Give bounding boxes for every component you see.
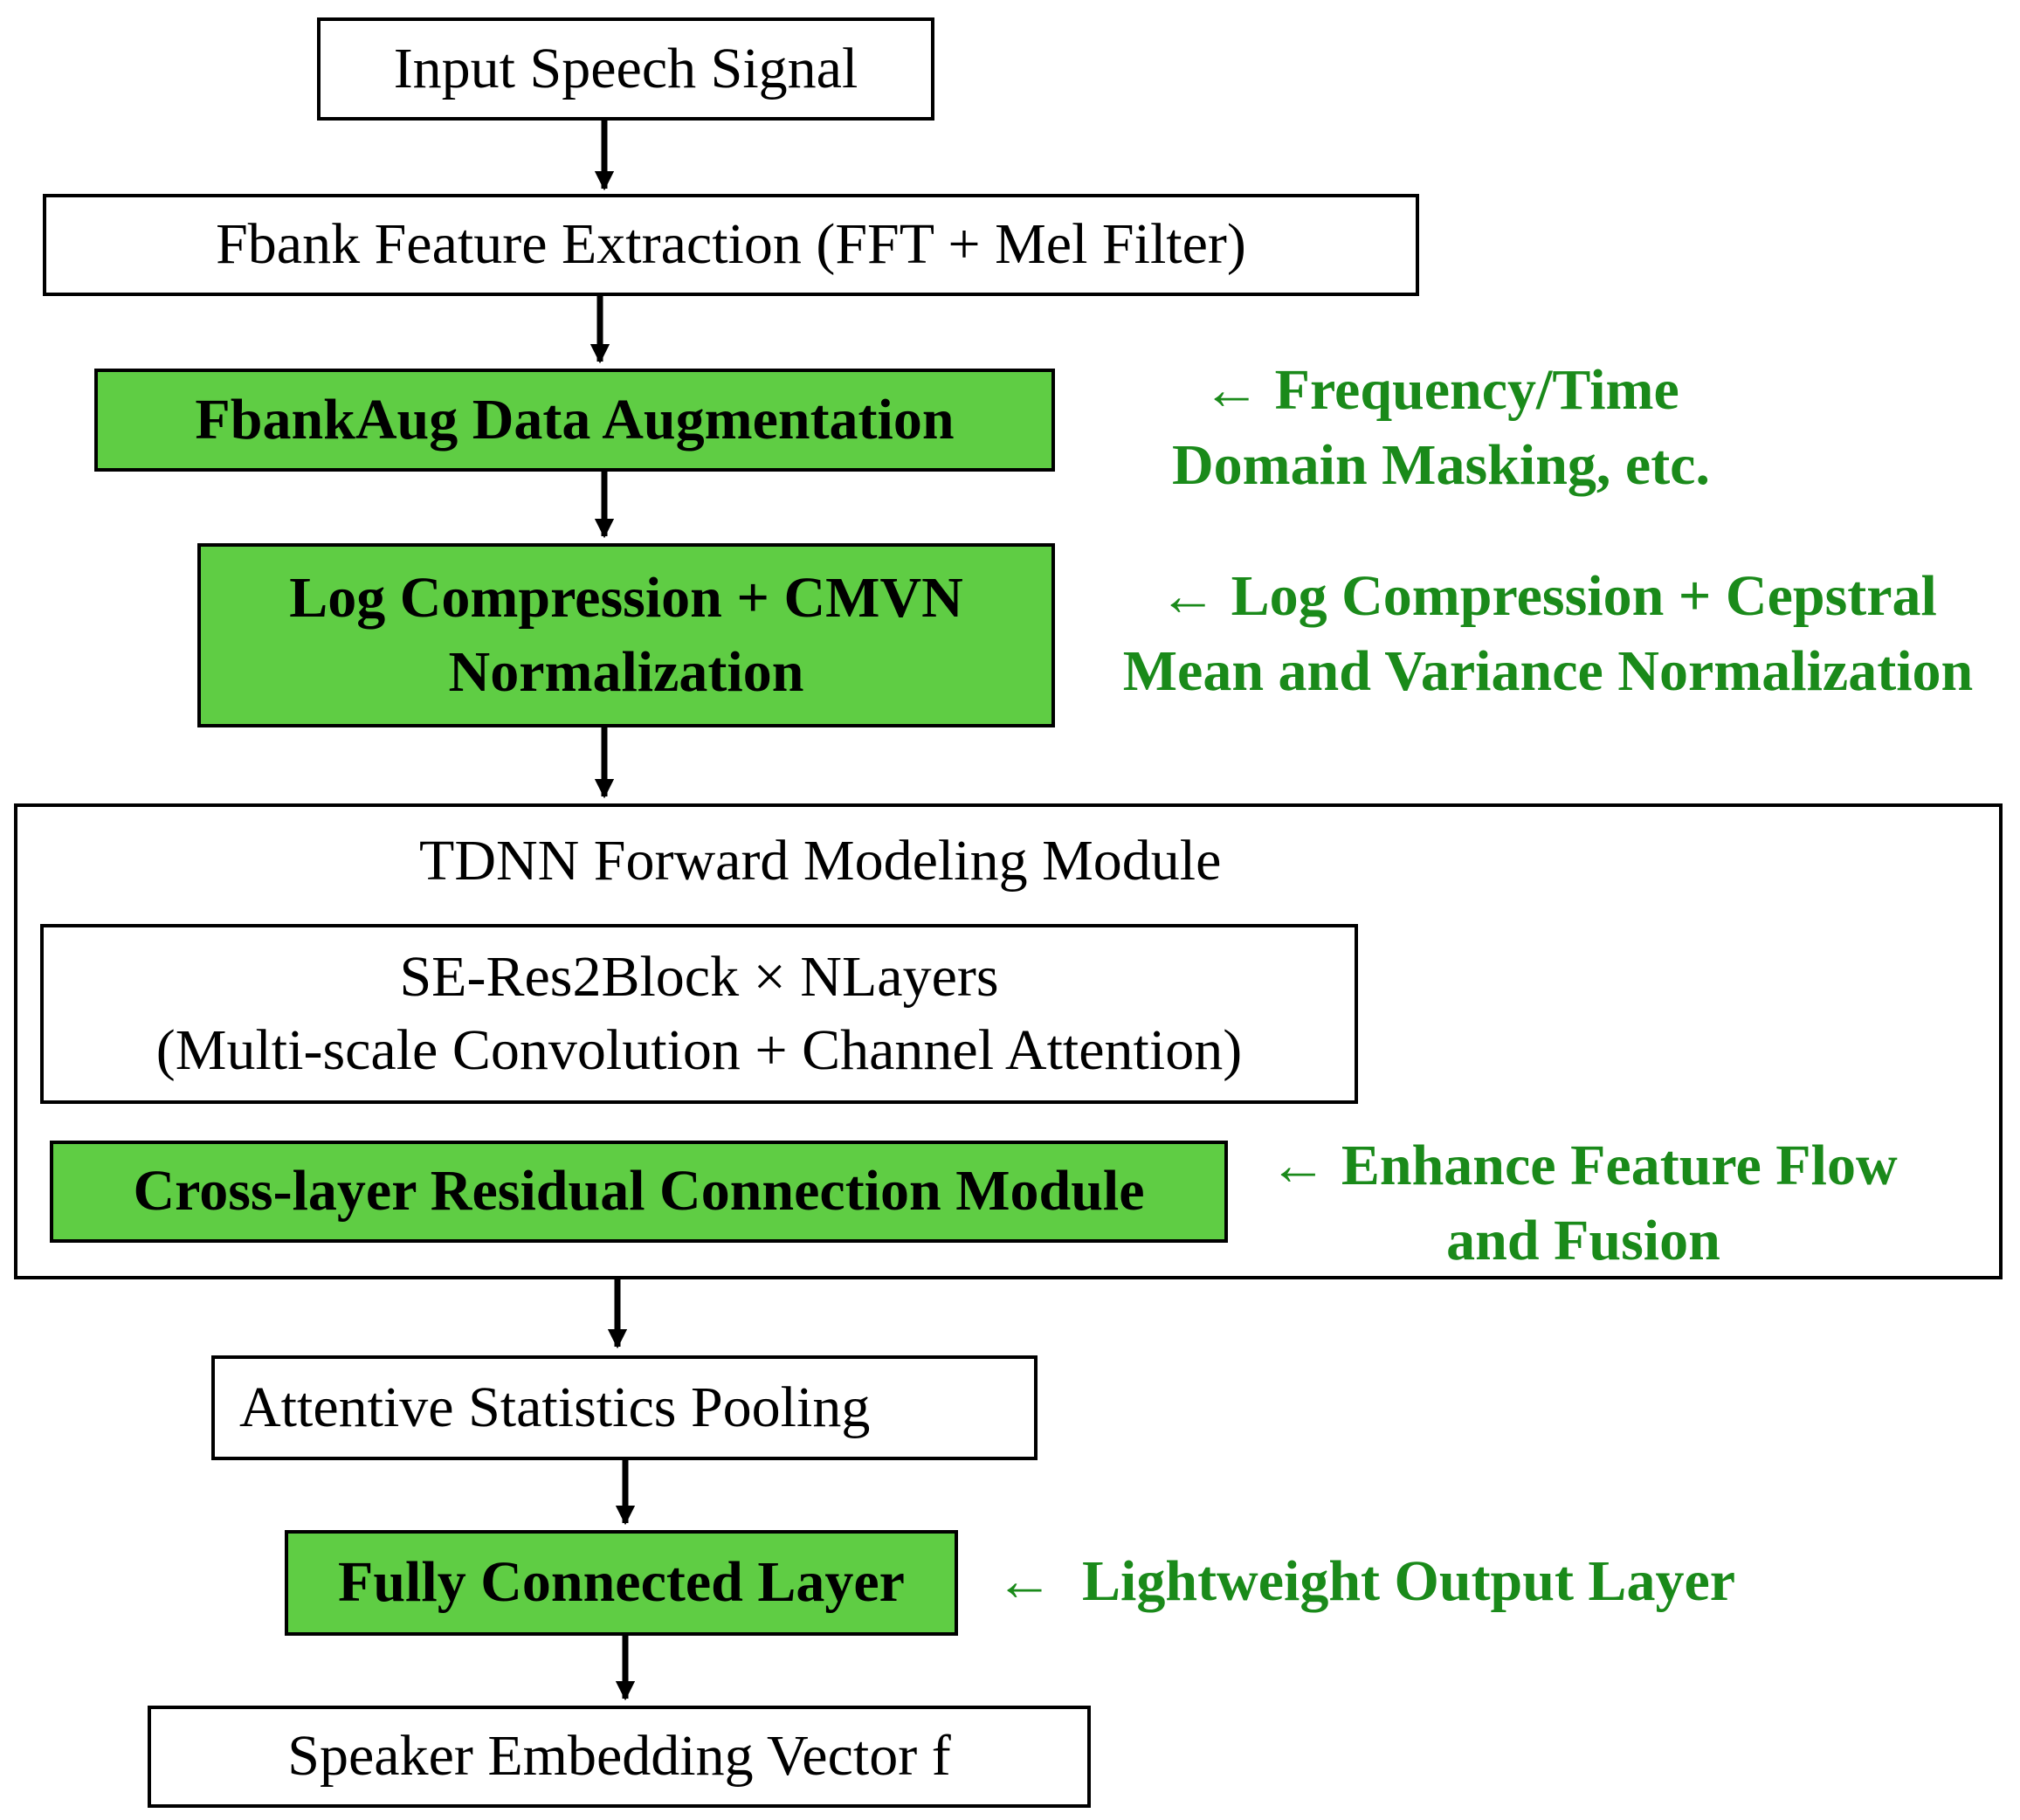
attentive-pooling-box: Attentive Statistics Pooling bbox=[211, 1355, 1038, 1460]
speaker-embedding-label: Speaker Embedding Vector f bbox=[287, 1724, 951, 1789]
fully-connected-box: Fully Connected Layer bbox=[285, 1530, 958, 1636]
input-speech-signal-label: Input Speech Signal bbox=[393, 36, 858, 100]
residual-annotation-line2: and Fusion bbox=[1446, 1208, 1720, 1272]
fully-connected-annotation: ← Lightweight Output Layer bbox=[996, 1544, 1735, 1619]
tdnn-module-title: TDNN Forward Modeling Module bbox=[419, 829, 1222, 893]
fbank-feature-extraction-box: Fbank Feature Extraction (FFT + Mel Filt… bbox=[43, 194, 1419, 296]
se-res2block-label-line1: SE-Res2Block × NLayers bbox=[399, 944, 999, 1009]
log-cmvn-annotation-line1: ← Log Compression + Cepstral bbox=[1159, 564, 1937, 628]
log-cmvn-label-line2: Normalization bbox=[448, 639, 804, 704]
log-cmvn-label-line1: Log Compression + CMVN bbox=[289, 566, 963, 631]
augmentation-annotation: ← Frequency/Time Domain Masking, etc. bbox=[1135, 353, 1747, 503]
residual-annotation-line1: ← Enhance Feature Flow bbox=[1269, 1134, 1898, 1197]
fbankaug-augmentation-label: FbankAug Data Augmentation bbox=[195, 387, 955, 452]
residual-connection-label: Cross-layer Residual Connection Module bbox=[133, 1159, 1145, 1224]
residual-annotation: ← Enhance Feature Flow and Fusion bbox=[1238, 1128, 1928, 1279]
input-speech-signal-box: Input Speech Signal bbox=[317, 17, 934, 121]
log-cmvn-annotation: ← Log Compression + Cepstral Mean and Va… bbox=[1083, 559, 2013, 709]
fbank-feature-extraction-label: Fbank Feature Extraction (FFT + Mel Filt… bbox=[216, 212, 1246, 277]
log-cmvn-box: Log Compression + CMVN Normalization bbox=[197, 543, 1055, 727]
attentive-pooling-label: Attentive Statistics Pooling bbox=[239, 1375, 871, 1439]
fbankaug-augmentation-box: FbankAug Data Augmentation bbox=[94, 369, 1055, 472]
se-res2block-label-line2: (Multi-scale Convolution + Channel Atten… bbox=[155, 1018, 1243, 1082]
se-res2block-box: SE-Res2Block × NLayers (Multi-scale Conv… bbox=[40, 924, 1358, 1104]
augmentation-annotation-line2: Domain Masking, etc. bbox=[1172, 432, 1710, 497]
residual-connection-box: Cross-layer Residual Connection Module bbox=[50, 1141, 1228, 1243]
speaker-embedding-box: Speaker Embedding Vector f bbox=[148, 1706, 1091, 1808]
fully-connected-label: Fully Connected Layer bbox=[338, 1550, 905, 1615]
fully-connected-annotation-line1: ← Lightweight Output Layer bbox=[996, 1549, 1736, 1613]
augmentation-annotation-line1: ← Frequency/Time bbox=[1203, 358, 1679, 422]
log-cmvn-annotation-line2: Mean and Variance Normalization bbox=[1122, 638, 1974, 703]
